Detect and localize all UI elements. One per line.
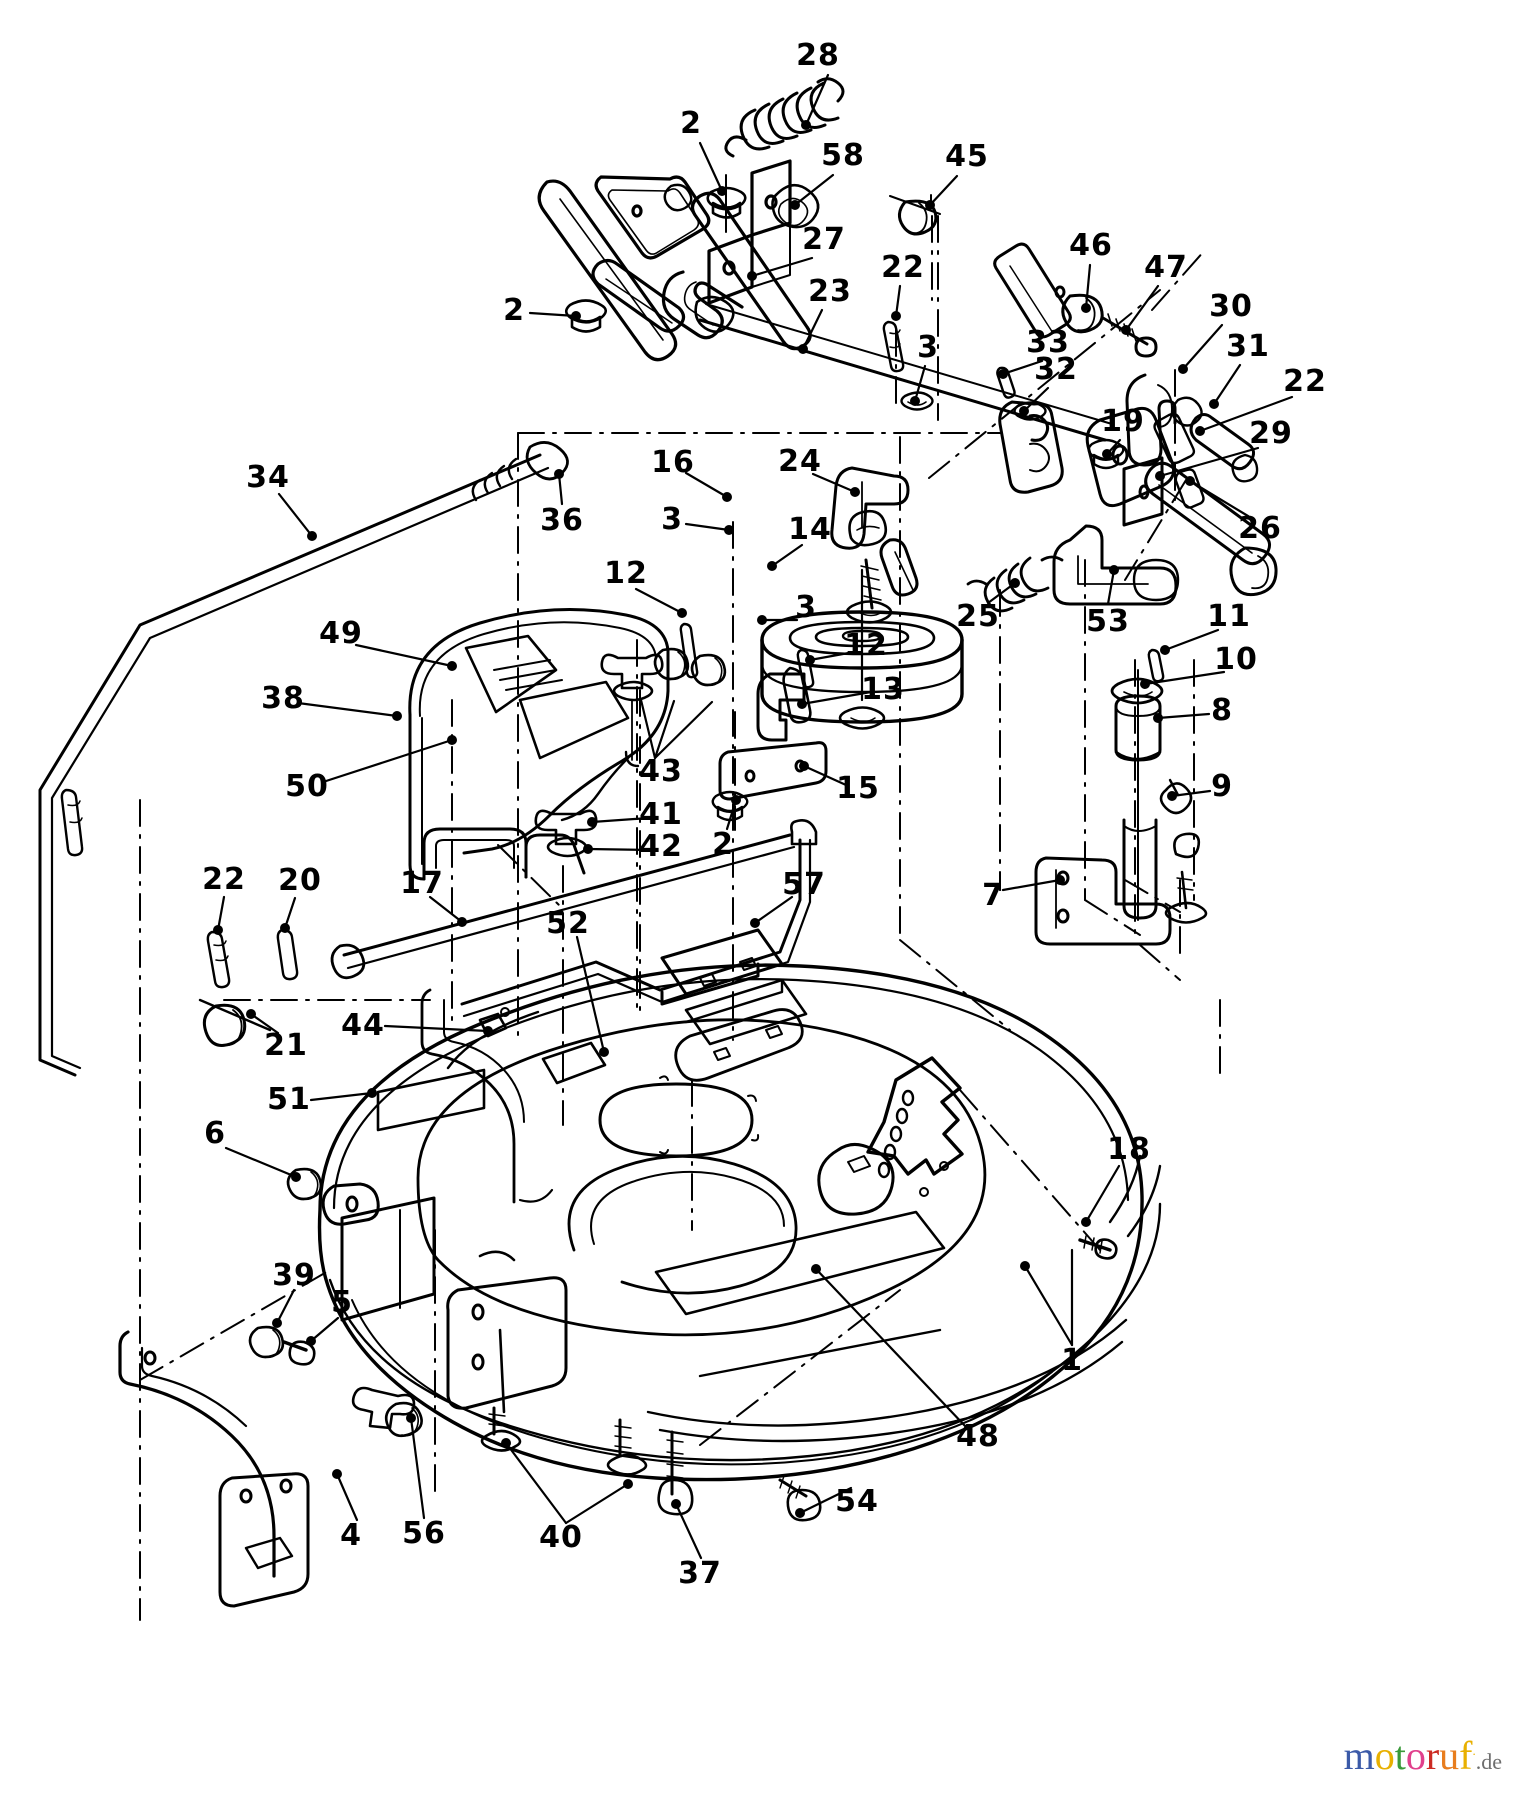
callout-14: 14: [788, 512, 832, 547]
callout-9: 9: [1211, 769, 1233, 804]
callout-44: 44: [341, 1008, 385, 1043]
callout-41: 41: [639, 797, 683, 832]
callout-22: 22: [202, 862, 246, 897]
callout-2: 2: [712, 827, 734, 862]
callout-12: 12: [844, 628, 888, 663]
callout-13: 13: [861, 672, 905, 707]
motoruf-watermark: motoruf..de: [1344, 1731, 1502, 1782]
callout-39: 39: [272, 1258, 316, 1293]
callout-23: 23: [808, 274, 852, 309]
callout-37: 37: [678, 1556, 722, 1591]
callout-25: 25: [956, 599, 1000, 634]
callout-51: 51: [267, 1082, 311, 1117]
callout-22: 22: [1283, 364, 1327, 399]
callout-7: 7: [982, 878, 1004, 913]
callout-1: 1: [1061, 1343, 1083, 1378]
callout-19: 19: [1101, 404, 1145, 439]
callout-11: 11: [1207, 599, 1251, 634]
watermark-letter-2: t: [1394, 1733, 1406, 1778]
callout-20: 20: [278, 863, 322, 898]
watermark-letter-5: u: [1439, 1733, 1460, 1778]
callout-46: 46: [1069, 228, 1113, 263]
callout-31: 31: [1226, 329, 1270, 364]
callout-38: 38: [261, 681, 305, 716]
callout-54: 54: [835, 1484, 879, 1519]
callout-34: 34: [246, 460, 290, 495]
callout-40: 40: [539, 1520, 583, 1555]
callout-57: 57: [782, 867, 826, 902]
callout-28: 28: [796, 38, 840, 73]
callout-12: 12: [604, 556, 648, 591]
watermark-letter-6: f: [1459, 1733, 1473, 1778]
callout-45: 45: [945, 139, 989, 174]
callout-18: 18: [1107, 1132, 1151, 1167]
callout-2: 2: [680, 106, 702, 141]
watermark-suffix: .de: [1475, 1749, 1502, 1774]
watermark-letter-3: o: [1405, 1733, 1426, 1778]
callout-43: 43: [639, 754, 683, 789]
callout-4: 4: [340, 1518, 362, 1553]
callout-49: 49: [319, 616, 363, 651]
callout-17: 17: [400, 866, 444, 901]
callout-2: 2: [503, 293, 525, 328]
callout-21: 21: [264, 1028, 308, 1063]
callout-8: 8: [1211, 693, 1233, 728]
callout-15: 15: [836, 771, 880, 806]
callout-53: 53: [1086, 604, 1130, 639]
callout-33: 33: [1026, 325, 1070, 360]
callout-22: 22: [881, 250, 925, 285]
watermark-letter-4: r: [1425, 1733, 1440, 1778]
callout-10: 10: [1214, 642, 1258, 677]
callout-3: 3: [917, 330, 939, 365]
callout-52: 52: [546, 906, 590, 941]
callout-5: 5: [331, 1285, 353, 1320]
callout-32: 32: [1034, 352, 1078, 387]
callout-24: 24: [778, 444, 822, 479]
callout-27: 27: [802, 222, 846, 257]
watermark-letter-1: o: [1374, 1733, 1395, 1778]
callout-50: 50: [285, 769, 329, 804]
callout-6: 6: [204, 1116, 226, 1151]
callout-16: 16: [651, 445, 695, 480]
callout-42: 42: [639, 829, 683, 864]
callout-58: 58: [821, 138, 865, 173]
callout-3: 3: [795, 590, 817, 625]
watermark-letter-0: m: [1343, 1733, 1375, 1778]
callout-29: 29: [1249, 416, 1293, 451]
callout-26: 26: [1238, 511, 1282, 546]
callout-56: 56: [402, 1516, 446, 1551]
watermark-dot: .: [1472, 1742, 1476, 1758]
callout-30: 30: [1209, 289, 1253, 324]
callout-3: 3: [661, 502, 683, 537]
callout-36: 36: [540, 503, 584, 538]
callout-48: 48: [956, 1419, 1000, 1454]
callout-47: 47: [1144, 250, 1188, 285]
